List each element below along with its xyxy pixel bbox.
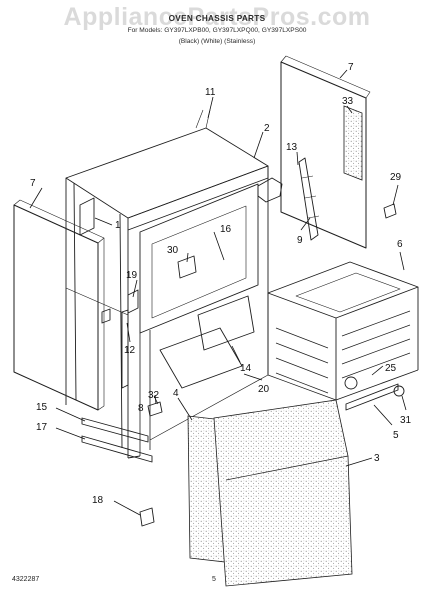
insulation-3 [213,399,353,587]
callout-11: 11 [205,87,216,98]
bracket-20 [159,327,243,389]
callout-17: 17 [36,422,48,433]
callout-15: 15 [36,402,48,413]
watermark: AppliancePartsPros.com [63,3,371,31]
callout-29: 29 [390,172,402,183]
callout-labels: 1 2 3 4 5 6 7 7 8 9 11 12 13 14 15 16 17… [30,62,412,506]
callout-9: 9 [297,235,303,246]
callout-31: 31 [400,415,412,426]
insulation-33 [343,105,363,181]
callout-4: 4 [173,388,179,399]
leveling-foot-18 [139,507,155,527]
callout-33: 33 [342,96,354,107]
model-numbers: For Models: GY397LXPB00, GY397LXPQ00, GY… [127,27,307,34]
callout-2: 2 [264,123,270,134]
callout-1: 1 [115,220,121,231]
part-reference-number: 4322287 [12,576,40,583]
callout-3: 3 [374,453,380,464]
callout-5: 5 [393,430,399,441]
screw-29 [383,203,397,219]
chassis-frame [65,109,269,459]
element-box-30 [177,255,197,279]
callout-30: 30 [167,245,179,256]
callout-7-right: 7 [348,62,354,73]
callout-19: 19 [126,270,138,281]
callout-12: 12 [124,345,136,356]
callout-14: 14 [240,363,252,374]
bracket-13 [257,177,283,203]
page-number: 5 [212,576,216,583]
element-14 [197,295,255,351]
callout-13: 13 [286,142,298,153]
trim-strips [81,417,153,463]
color-variants: (Black) (White) (Stainless) [178,38,256,45]
trim-strip-5 [345,383,399,411]
callout-7-left: 7 [30,178,36,189]
oven-cavity [267,261,419,401]
callout-20: 20 [258,384,270,395]
latch-assembly [101,289,139,389]
bracket-1 [79,197,95,236]
callout-6: 6 [397,239,403,250]
callout-25: 25 [385,363,397,374]
diagram-title: OVEN CHASSIS PARTS [168,14,266,23]
callout-8: 8 [138,403,144,414]
clip-31 [393,385,405,397]
callout-32: 32 [148,390,160,401]
side-panel-left [13,199,105,411]
channel-9 [298,157,320,241]
rear-panel [280,55,371,249]
callout-16: 16 [220,224,232,235]
callout-18: 18 [92,495,104,506]
